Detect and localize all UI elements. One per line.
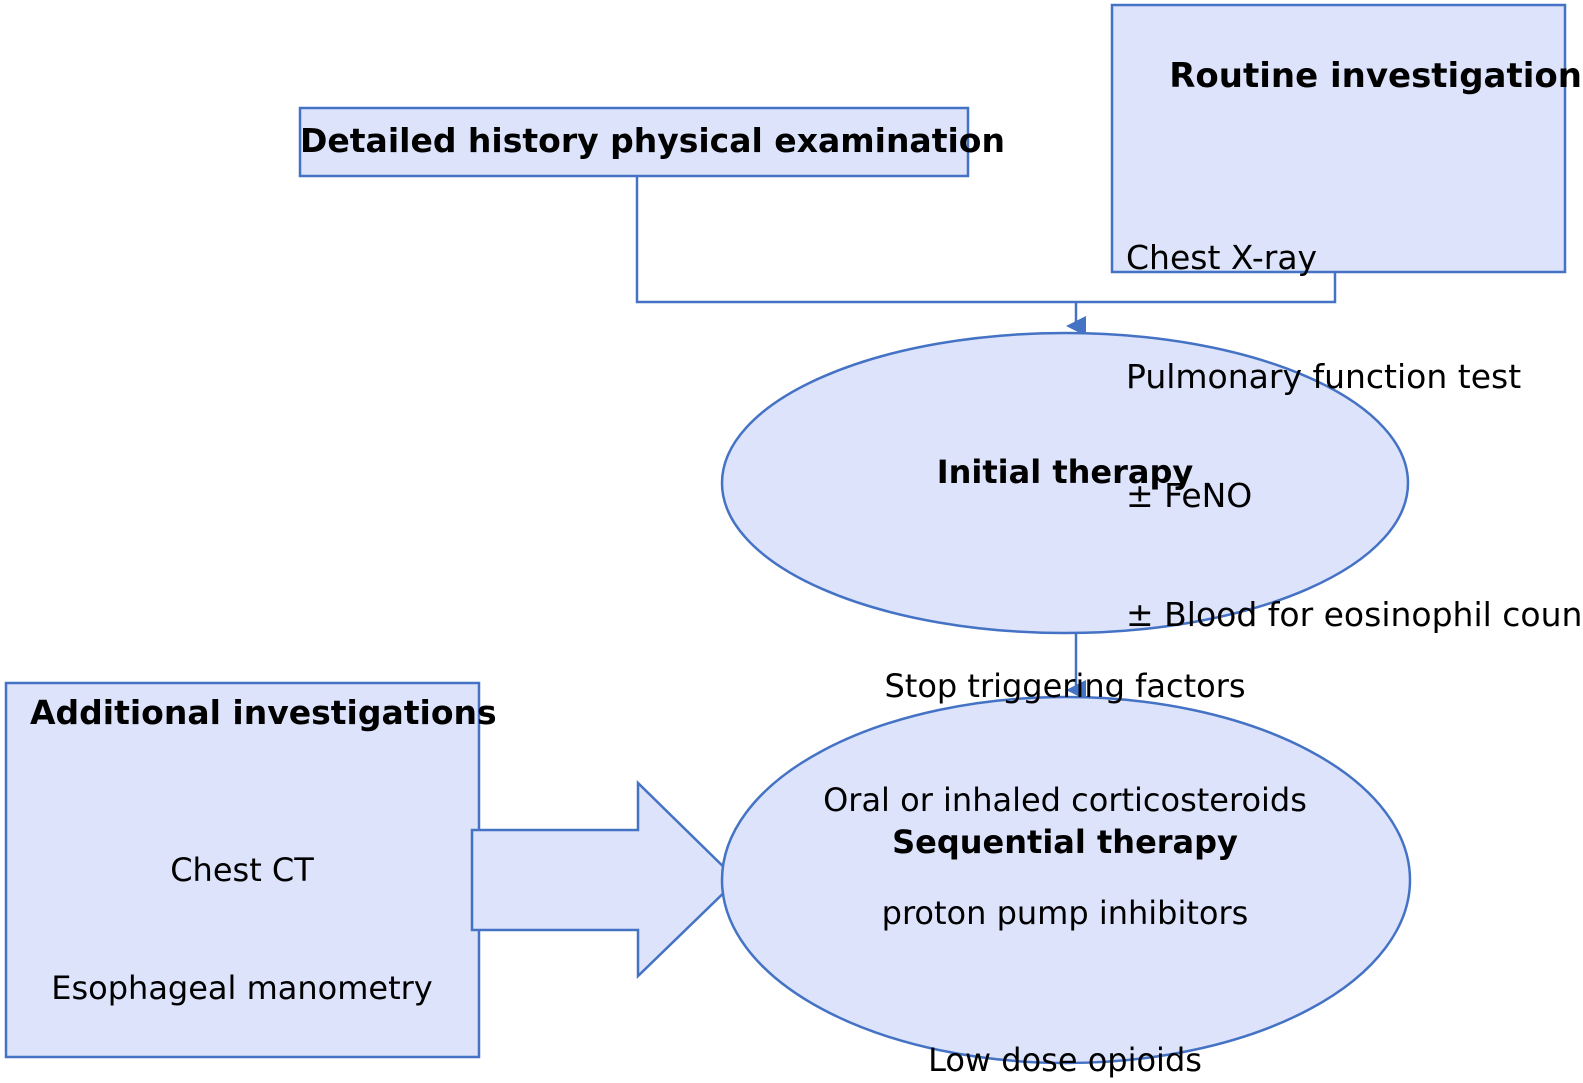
spacer xyxy=(760,937,1370,967)
additional-investigations-list: Chest CT Esophageal manometry Sputum AAF… xyxy=(12,772,472,1083)
additional-investigations-item: Chest CT xyxy=(170,850,314,889)
additional-investigations-box[interactable] xyxy=(4,681,481,1059)
block-arrow-additional-to-sequential xyxy=(470,780,739,979)
initial-therapy-item: Oral or inhaled corticosteroids xyxy=(823,780,1307,819)
routine-investigations-heading: Routine investigations xyxy=(1169,56,1583,97)
sequential-therapy-heading: Sequential therapy xyxy=(892,822,1238,861)
routine-investigations-item: ± Blood for eosinophil count xyxy=(1126,595,1583,635)
initial-therapy-item: Stop triggering factors xyxy=(884,667,1246,706)
initial-therapy-heading: Initial therapy xyxy=(936,452,1194,491)
sequential-therapy-content: Sequential therapy Low dose opioids Prom… xyxy=(760,748,1370,1083)
routine-investigations-item: ± FeNO xyxy=(1126,475,1253,515)
routine-investigations-box[interactable] xyxy=(1110,3,1567,274)
routine-investigations-content: Routine investigations Chest X-ray Pulmo… xyxy=(1126,16,1583,715)
sequential-therapy-ellipse[interactable] xyxy=(720,695,1412,1065)
detailed-history-heading: Detailed history physical examination xyxy=(300,121,1005,160)
additional-investigations-heading: Additional investigations xyxy=(30,693,497,732)
routine-investigations-item: Chest X-ray xyxy=(1126,237,1318,277)
initial-therapy-item: proton pump inhibitors xyxy=(881,893,1249,932)
additional-investigations-item: Esophageal manometry xyxy=(51,968,433,1007)
initial-therapy-content: Initial therapy Stop triggering factors … xyxy=(760,378,1370,1008)
initial-therapy-ellipse[interactable] xyxy=(720,331,1410,635)
connector-to-initial-therapy xyxy=(635,176,1337,336)
spacer xyxy=(760,567,1370,593)
sequential-therapy-item: Low dose opioids xyxy=(928,1041,1202,1080)
spacer xyxy=(1126,136,1566,158)
routine-investigations-item: Pulmonary function test xyxy=(1126,356,1522,396)
detailed-history-box[interactable] xyxy=(298,106,970,178)
